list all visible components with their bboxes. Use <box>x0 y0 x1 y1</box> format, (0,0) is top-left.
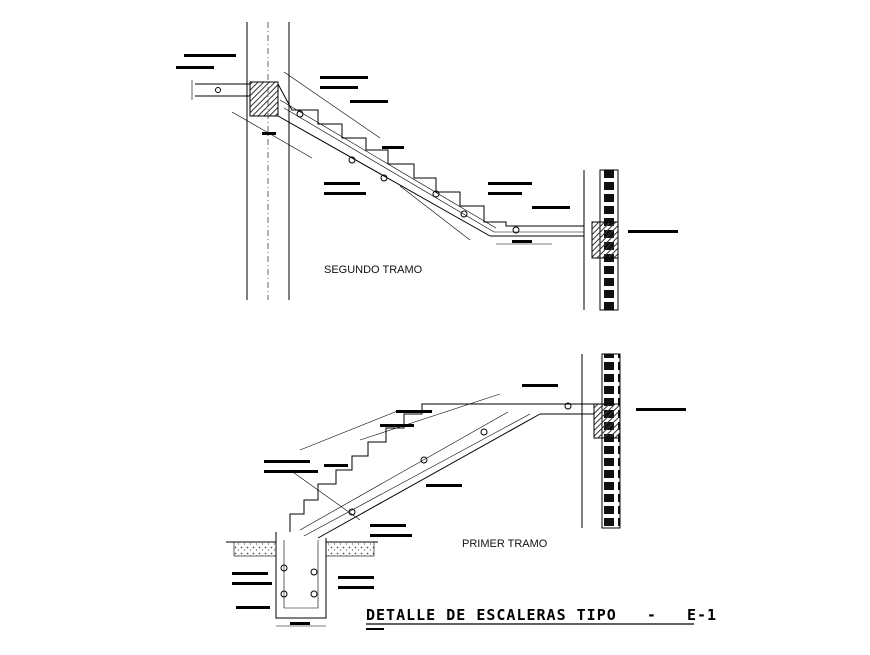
lower-flight-label: PRIMER TRAMO <box>462 538 548 550</box>
upper-annotations <box>176 54 678 243</box>
upper-beam-left <box>249 81 279 117</box>
lower-annotations <box>232 384 686 625</box>
lower-rebar-dots <box>280 402 572 598</box>
lower-beam-right <box>593 403 621 439</box>
lower-dimension-lines <box>289 393 501 521</box>
drawing-title: DETALLE DE ESCALERAS TIPO - E-1 <box>366 606 717 624</box>
lower-stair-waist <box>289 403 541 539</box>
upper-right-column <box>583 169 619 311</box>
upper-rebar-dots <box>215 87 520 234</box>
lower-flight-section: PRIMER TRAMO <box>226 353 686 627</box>
upper-stair-waist <box>277 83 584 237</box>
upper-beam-right <box>591 221 619 259</box>
upper-flight-section: SEGUNDO TRAMO <box>176 22 678 311</box>
upper-landing-slab <box>191 80 250 100</box>
lower-footing <box>226 532 378 627</box>
upper-flight-label: SEGUNDO TRAMO <box>324 264 423 276</box>
lower-right-column <box>581 353 621 529</box>
lower-landing-slab <box>498 403 594 415</box>
drawing-title-block: DETALLE DE ESCALERAS TIPO - E-1 <box>366 606 717 630</box>
upper-dimension-lines <box>231 71 552 245</box>
left-column <box>246 22 290 300</box>
